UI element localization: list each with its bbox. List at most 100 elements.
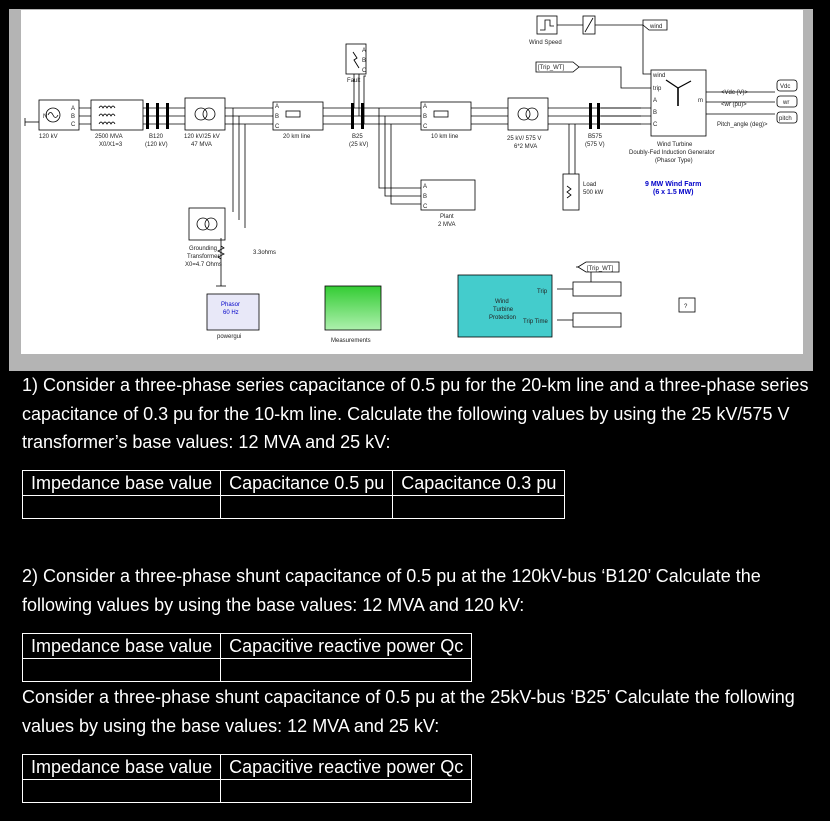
q1-header-cap-03: Capacitance 0.3 pu — [392, 470, 566, 496]
q2-header-impedance: Impedance base value — [21, 633, 222, 659]
q1-header-impedance: Impedance base value — [21, 470, 222, 496]
svg-text:B: B — [423, 114, 427, 120]
three-phase-source[interactable]: N ABC — [24, 99, 80, 131]
svg-text:Trip: Trip — [537, 289, 548, 295]
svg-text:[Trip_WT]: [Trip_WT] — [538, 65, 564, 71]
grid-impedance[interactable] — [90, 99, 144, 131]
bus-b120-voltage: (120 kV) — [145, 142, 168, 148]
wind-speed-label: Wind Speed — [529, 40, 562, 46]
load-label: Load — [583, 182, 596, 188]
wind-turbine-block[interactable]: wind trip ABC m — [650, 69, 707, 137]
measurements-block[interactable] — [324, 285, 382, 331]
tx2-rating: 6*2 MVA — [514, 144, 537, 150]
grounding-x0: X0=4.7 Ohms — [185, 262, 222, 268]
trip-goto-tag[interactable]: [Trip_WT] — [577, 261, 620, 273]
svg-text:C: C — [423, 204, 428, 210]
question-2-text: 2) Consider a three-phase shunt capacita… — [22, 566, 761, 615]
q1-cell-cap-05[interactable] — [220, 495, 394, 519]
scope-pitch[interactable]: pitch — [776, 111, 798, 124]
transformer-120-25[interactable] — [184, 97, 226, 131]
powergui-block[interactable]: Phasor 60 Hz — [206, 293, 260, 331]
q1-header-cap-05: Capacitance 0.5 pu — [220, 470, 394, 496]
svg-text:B: B — [423, 194, 427, 200]
bus-bars — [146, 103, 600, 129]
line-20km[interactable]: ABC — [272, 101, 324, 131]
wt-label: Wind Turbine — [657, 142, 693, 148]
help-block[interactable]: ? — [678, 297, 696, 313]
line10-label: 10 km line — [431, 134, 459, 140]
fault-block[interactable]: ABC — [345, 43, 367, 75]
wind-goto-tag[interactable]: wind — [642, 19, 668, 31]
svg-text:[Trip_WT]: [Trip_WT] — [587, 266, 613, 272]
svg-text:Wind: Wind — [495, 299, 509, 305]
svg-text:Vdc: Vdc — [780, 84, 790, 90]
svg-text:?: ? — [684, 304, 688, 310]
svg-text:C: C — [71, 122, 76, 128]
svg-text:wind: wind — [652, 73, 665, 79]
tx1-rating: 47 MVA — [191, 142, 212, 148]
svg-text:A: A — [71, 106, 75, 112]
wt-type: Doubly-Fed Induction Generator — [629, 150, 715, 156]
out-pitch: Pitch_angle (deg)> — [717, 122, 768, 128]
tx2-ratio: 25 kV/ 575 V — [507, 136, 541, 142]
bus-b25-label: B25 — [352, 134, 363, 140]
svg-text:m: m — [698, 98, 703, 104]
svg-text:60 Hz: 60 Hz — [223, 310, 239, 316]
wind-turbine-protection-block[interactable]: Wind Turbine Protection Trip Trip Time — [457, 274, 553, 338]
resistor-label: 3.3ohms — [253, 250, 276, 256]
measurements-label: Measurements — [331, 338, 371, 344]
svg-text:C: C — [362, 68, 367, 74]
svg-text:B: B — [653, 110, 657, 116]
tx1-ratio: 120 kV/25 kV — [184, 134, 220, 140]
load-rating: 500 kW — [583, 190, 604, 196]
bus-b575-label: B575 — [588, 134, 603, 140]
q3-cell-impedance[interactable] — [21, 779, 222, 803]
bus-b25-voltage: (25 kV) — [349, 142, 368, 148]
q3-cell-qc[interactable] — [220, 779, 473, 803]
svg-text:trip: trip — [653, 86, 662, 92]
grounding-transformer[interactable] — [188, 207, 226, 287]
question-1-table: Impedance base value Capacitance 0.5 pu … — [21, 470, 566, 519]
transformer-25-575[interactable] — [507, 97, 549, 131]
question-2-table: Impedance base value Capacitive reactive… — [21, 633, 473, 682]
line20-label: 20 km line — [283, 134, 311, 140]
svg-text:N: N — [43, 114, 47, 120]
svg-text:C: C — [653, 122, 658, 128]
trip-time-display[interactable] — [572, 312, 622, 328]
q2-cell-impedance[interactable] — [21, 658, 222, 682]
scope-wr[interactable]: wr — [776, 95, 798, 108]
load-block[interactable] — [562, 173, 580, 211]
out-wr: <wr (pu)> — [721, 102, 747, 108]
trip-display[interactable] — [572, 281, 622, 297]
trip-from-tag[interactable]: [Trip_WT] — [535, 61, 580, 73]
question-3-text: Consider a three-phase shunt capacitance… — [22, 687, 795, 736]
svg-text:Phasor: Phasor — [221, 302, 240, 308]
svg-text:A: A — [653, 98, 657, 104]
svg-text:C: C — [275, 124, 280, 130]
svg-text:A: A — [423, 104, 427, 110]
grid-x0x1: X0/X1=3 — [99, 142, 123, 148]
grounding-type: Transformer — [187, 254, 219, 260]
svg-text:Turbine: Turbine — [493, 307, 514, 313]
svg-text:Protection: Protection — [489, 315, 516, 321]
bus-b120-label: B120 — [149, 134, 164, 140]
question-1-text: 1) Consider a three-phase series capacit… — [22, 375, 809, 452]
source-label: 120 kV — [39, 134, 58, 140]
svg-text:B: B — [362, 58, 366, 64]
grid-rating: 2500 MVA — [95, 134, 123, 140]
scope-vdc[interactable]: Vdc — [776, 79, 798, 92]
q2-cell-qc[interactable] — [220, 658, 473, 682]
svg-text:C: C — [423, 124, 428, 130]
svg-text:wind: wind — [649, 24, 662, 30]
wind-farm-size: (6 x 1.5 MW) — [653, 189, 693, 196]
fault-label: Fault — [347, 78, 361, 84]
q1-cell-cap-03[interactable] — [392, 495, 566, 519]
line-10km[interactable]: ABC — [420, 101, 472, 131]
svg-text:Trip Time: Trip Time — [523, 319, 548, 325]
wind-speed-block[interactable] — [536, 15, 596, 35]
plant-block[interactable]: ABC — [420, 179, 476, 211]
q2-header-qc: Capacitive reactive power Qc — [220, 633, 473, 659]
q1-cell-impedance[interactable] — [21, 495, 222, 519]
plant-rating: 2 MVA — [438, 222, 456, 228]
